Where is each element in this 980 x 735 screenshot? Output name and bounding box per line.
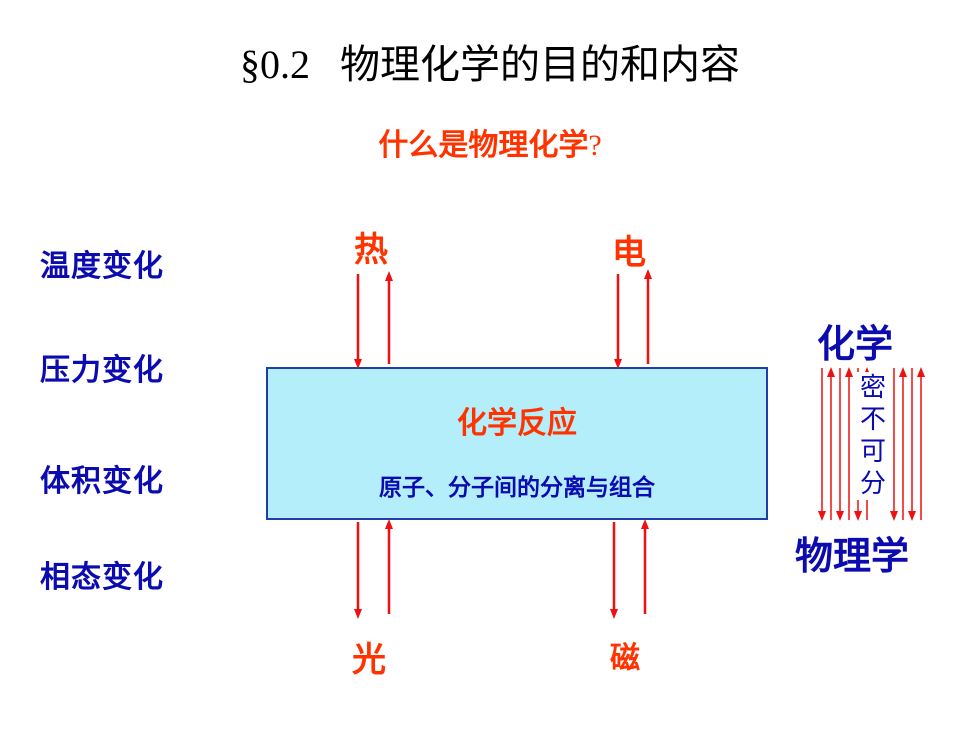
- box-title: 化学反应: [457, 406, 577, 441]
- label-magnetism: 磁: [610, 641, 640, 676]
- subtitle-question-mark: ?: [588, 129, 602, 162]
- left-label-temperature: 温度变化: [40, 249, 164, 284]
- inseparable-char-1: 密: [859, 373, 886, 403]
- left-label-volume: 体积变化: [40, 464, 164, 499]
- label-physics: 物理学: [795, 534, 910, 578]
- subtitle-text: 什么是物理化学: [378, 128, 589, 163]
- inseparable-char-4: 分: [859, 469, 886, 499]
- box-subtitle: 原子、分子间的分离与组合: [379, 475, 655, 501]
- inseparable-char-3: 可: [859, 437, 886, 467]
- left-label-phase: 相态变化: [40, 560, 164, 595]
- page-title: §0.2 物理化学的目的和内容: [0, 32, 980, 90]
- inseparable-label: 密 不 可 分: [853, 372, 893, 500]
- label-light: 光: [352, 640, 386, 680]
- left-label-pressure: 压力变化: [40, 353, 164, 388]
- label-chemistry: 化学: [817, 322, 894, 366]
- label-electricity: 电: [612, 233, 646, 273]
- inseparable-char-2: 不: [859, 405, 886, 435]
- label-heat: 热: [354, 230, 388, 270]
- chemical-reaction-box: 化学反应 原子、分子间的分离与组合: [266, 367, 768, 520]
- section-number: §0.2: [240, 42, 310, 87]
- title-text: 物理化学的目的和内容: [340, 42, 740, 88]
- subtitle: 什么是物理化学?: [0, 120, 980, 164]
